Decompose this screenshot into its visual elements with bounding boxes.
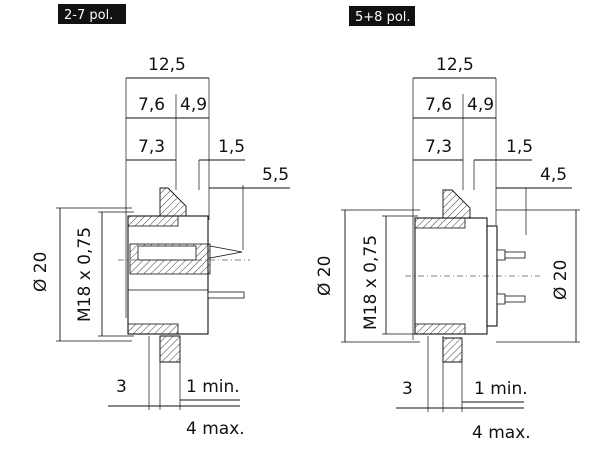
left-dim-a: 7,6: [138, 95, 165, 115]
right-dim-e: 4,5: [540, 165, 567, 185]
right-dim-a: 7,6: [425, 95, 452, 115]
left-pol-label-bg: [58, 4, 126, 24]
right-pol-label-bg: [349, 6, 415, 26]
left-dim-max: 4 max.: [186, 419, 245, 439]
left-dim-b: 4,9: [180, 95, 207, 115]
left-dim-d: 1,5: [218, 137, 245, 157]
left-dim-min: 1 min.: [186, 377, 240, 397]
right-dim-b: 4,9: [467, 95, 494, 115]
right-view: 5+8 pol. 12,5 7,6 4,9 7,3 1,5 4,5 Ø 20 M…: [315, 6, 580, 443]
right-dim-max: 4 max.: [472, 423, 531, 443]
right-dim-diameter-right: Ø 20: [551, 260, 571, 300]
left-dim-e: 5,5: [262, 165, 289, 185]
right-pol-label: 5+8 pol.: [355, 10, 411, 25]
left-dim-f: 3: [116, 377, 127, 397]
right-dim-thread: M18 x 0,75: [361, 235, 381, 330]
left-pol-label: 2-7 pol.: [64, 8, 113, 23]
right-dim-diameter-left: Ø 20: [315, 256, 335, 296]
left-view: 2-7 pol. 12,5 7,6 4,9 7,3 1,5 5,5 Ø 20 M…: [31, 4, 290, 439]
right-dim-min: 1 min.: [474, 379, 528, 399]
left-dim-c: 7,3: [138, 137, 165, 157]
right-dim-width: 12,5: [436, 55, 474, 75]
right-dim-f: 3: [402, 379, 413, 399]
left-dim-thread: M18 x 0,75: [75, 227, 95, 322]
left-dim-diameter: Ø 20: [31, 252, 51, 292]
left-dim-width: 12,5: [148, 55, 186, 75]
right-dim-c: 7,3: [425, 137, 452, 157]
right-dim-d: 1,5: [506, 137, 533, 157]
